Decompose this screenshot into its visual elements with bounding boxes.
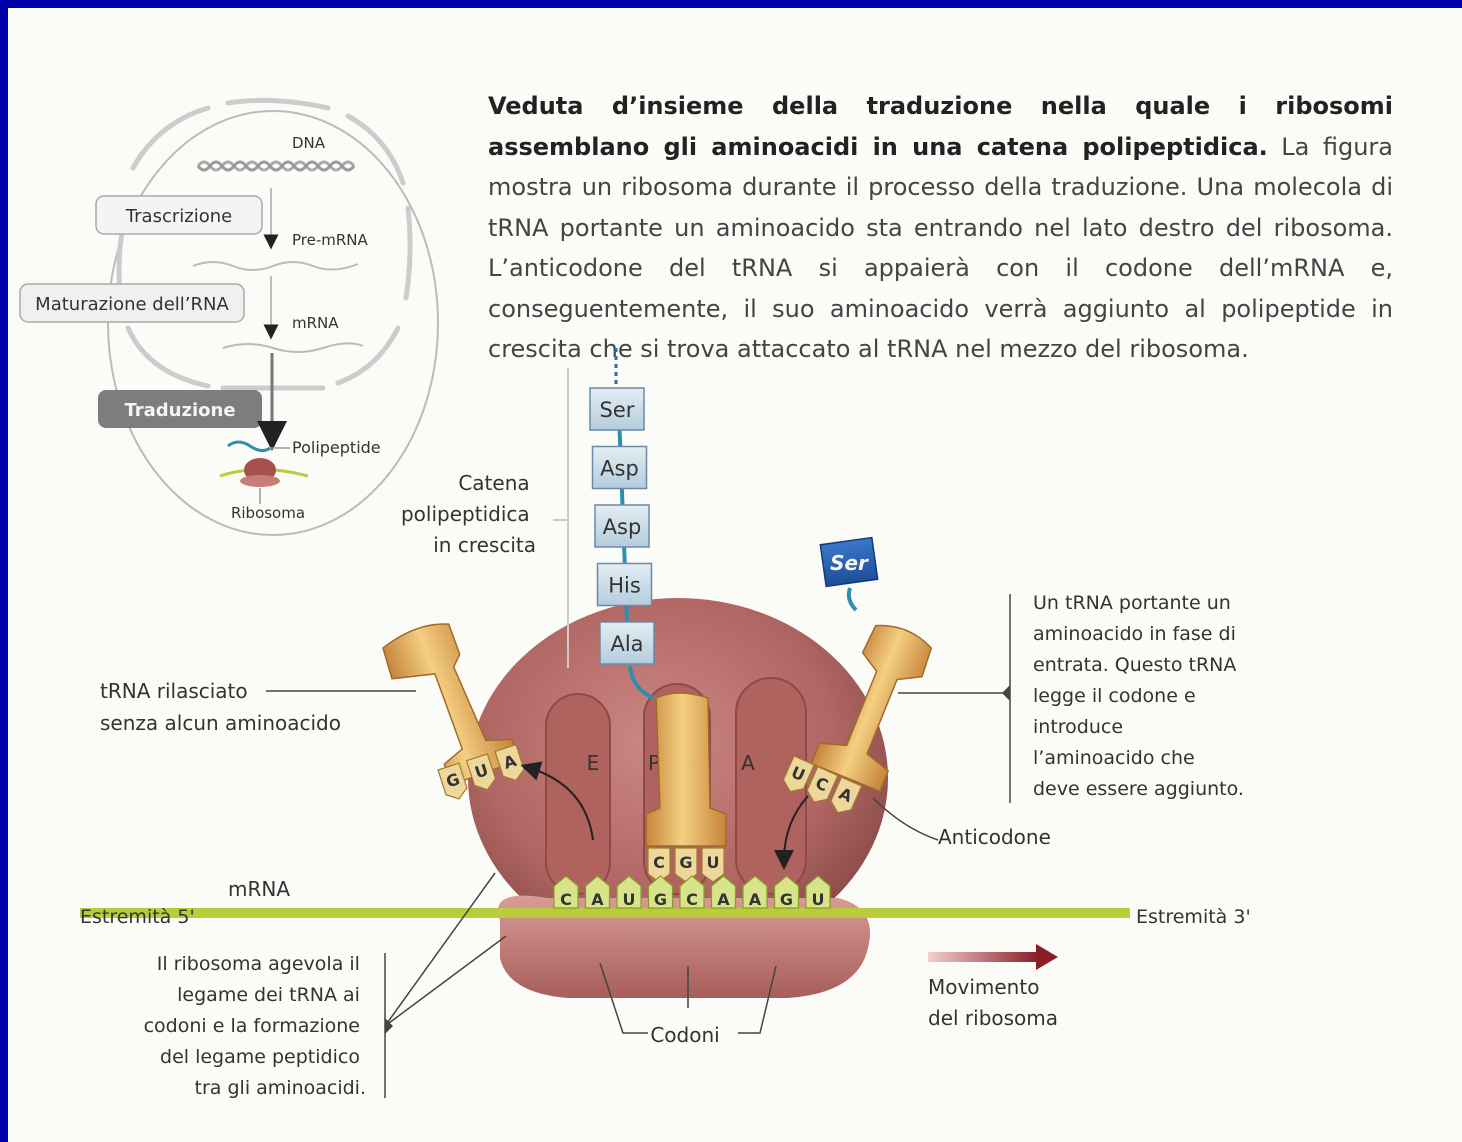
svg-text:U: U xyxy=(707,853,720,872)
svg-text:A: A xyxy=(717,890,730,909)
amino-acid-his: His xyxy=(596,562,653,607)
mrna-base: G xyxy=(773,875,800,909)
svg-text:G: G xyxy=(444,769,462,791)
translation-box xyxy=(98,390,262,428)
transcription-box xyxy=(95,195,263,235)
site-p-label: P xyxy=(648,751,660,775)
svg-text:G: G xyxy=(654,890,667,909)
incoming-trna-note: Un tRNA portante un aminoacido in fase d… xyxy=(1033,592,1244,800)
figure-page: Veduta d’insieme della traduzione nella … xyxy=(8,8,1462,1142)
svg-text:C: C xyxy=(653,853,665,872)
amino-acid-asp: Asp xyxy=(594,504,650,548)
overview-dna-label: DNA xyxy=(292,134,326,152)
pre-mrna-label: Pre-mRNA xyxy=(292,231,369,249)
svg-text:U: U xyxy=(472,760,490,782)
amino-acid-asp: Asp xyxy=(591,445,648,490)
svg-text:U: U xyxy=(812,890,825,909)
entry-arrow xyxy=(774,795,809,870)
ribosome-note: Il ribosoma agevola il legame dei tRNA a… xyxy=(144,953,366,1099)
svg-text:G: G xyxy=(679,853,692,872)
svg-text:C: C xyxy=(686,890,698,909)
svg-text:Ser: Ser xyxy=(600,398,635,422)
chain-label: Catena polipeptidica in crescita xyxy=(401,471,536,557)
mrna-strand xyxy=(80,908,1130,918)
svg-text:His: His xyxy=(608,574,641,598)
mrna-base: G xyxy=(647,875,674,909)
mrna-5-end-label: Estremità 5' xyxy=(80,906,195,928)
mrna-base: U xyxy=(616,875,642,909)
caption-title: Veduta d’insieme della traduzione nella … xyxy=(488,92,1393,161)
svg-text:Asp: Asp xyxy=(603,515,642,539)
small-subunit xyxy=(498,895,870,998)
processing-label: Maturazione dell’RNA xyxy=(35,294,229,315)
svg-text:A: A xyxy=(591,890,604,909)
svg-text:U: U xyxy=(623,890,636,909)
transcription-label: Trascrizione xyxy=(125,206,232,227)
movement-arrow xyxy=(928,952,1038,962)
mrna-base: C xyxy=(553,875,579,909)
svg-text:A: A xyxy=(749,890,762,909)
site-e-label: E xyxy=(587,751,600,775)
mrna-base: A xyxy=(710,875,737,909)
processing-box xyxy=(19,283,245,323)
incoming-aa: Ser xyxy=(819,536,879,612)
mrna-base: A xyxy=(742,875,768,909)
dna-helix-icon xyxy=(196,160,356,172)
svg-text:Ala: Ala xyxy=(610,632,643,656)
mrna-base: C xyxy=(679,875,705,909)
movement-label: Movimento del ribosoma xyxy=(928,975,1058,1030)
mrna-base: U xyxy=(805,875,831,909)
incoming-trna xyxy=(810,624,933,793)
mrna-label: mRNA xyxy=(228,877,290,901)
codons-label: Codoni xyxy=(650,1023,719,1047)
released-trna xyxy=(382,623,521,786)
amino-acid-ala: Ala xyxy=(599,621,655,665)
translation-label: Traduzione xyxy=(124,400,235,421)
released-trna-label: tRNA rilasciato senza alcun aminoacido xyxy=(100,679,341,735)
exit-arrow xyxy=(520,761,594,841)
ribosome-overview-label: Ribosoma xyxy=(231,504,305,522)
svg-text:G: G xyxy=(780,890,793,909)
incoming-aa-label: Ser xyxy=(830,551,869,575)
svg-text:C: C xyxy=(560,890,572,909)
mrna-3-end-label: Estremità 3' xyxy=(1136,906,1251,928)
mrna-base: A xyxy=(584,875,611,909)
p-site-trna xyxy=(645,692,727,847)
overview-cell: DNA Trascrizione Pre-mRNA Maturazione de… xyxy=(19,97,439,536)
anticodon-label: Anticodone xyxy=(938,825,1051,849)
translation-diagram: DNA Trascrizione Pre-mRNA Maturazione de… xyxy=(19,97,1251,1099)
svg-text:Asp: Asp xyxy=(600,457,639,481)
site-a-label: A xyxy=(741,751,755,775)
polypeptide-label: Polipeptide xyxy=(292,438,381,457)
amino-acid-ser: Ser xyxy=(589,387,645,431)
overview-mrna-label: mRNA xyxy=(292,314,339,332)
